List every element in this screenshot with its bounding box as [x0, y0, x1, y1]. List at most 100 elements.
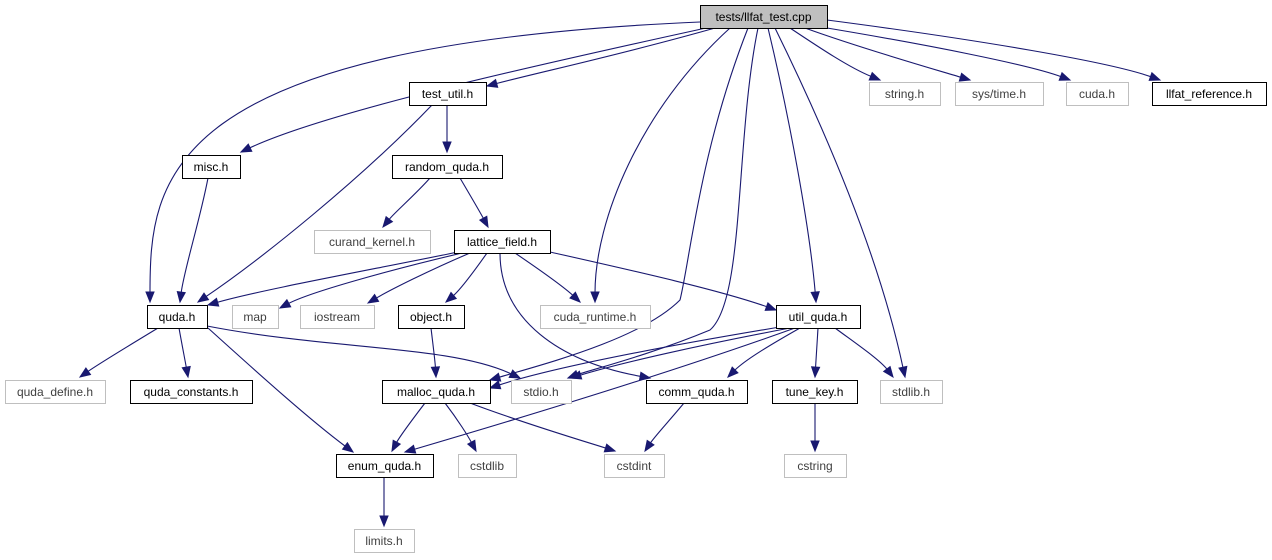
node-label: quda_define.h: [17, 385, 93, 399]
node-llfat-reference[interactable]: llfat_reference.h: [1152, 82, 1267, 106]
node-iostream: iostream: [300, 305, 375, 329]
node-tune-key[interactable]: tune_key.h: [772, 380, 858, 404]
edge-util_quda-to-comm_quda: [727, 327, 801, 378]
edge-quda-to-enum_quda: [207, 327, 355, 453]
nodes-layer: tests/llfat_test.cpp test_util.h string.h s…: [5, 5, 1267, 553]
node-label: map: [243, 310, 267, 324]
arrow-head: [590, 291, 600, 304]
edge-tune_key-to-cstring: [810, 403, 820, 453]
node-util-quda[interactable]: util_quda.h: [776, 305, 861, 329]
node-box: [382, 380, 491, 404]
node-box: [646, 380, 748, 404]
edge-line: [87, 327, 159, 373]
edge-line: [579, 327, 791, 376]
node-box: [1152, 82, 1267, 106]
node-box: [454, 230, 551, 254]
edge-util_quda-to-stdlib: [834, 327, 894, 379]
node-label: misc.h: [194, 160, 229, 174]
node-label: curand_kernel.h: [329, 235, 415, 249]
edge-quda-to-quda_define: [78, 327, 159, 378]
node-misc[interactable]: misc.h: [182, 155, 241, 179]
node-label: stdlib.h: [892, 385, 930, 399]
node-label: cstdint: [617, 459, 652, 473]
node-box: [147, 305, 208, 329]
edge-line: [814, 327, 819, 369]
node-map: map: [232, 305, 279, 329]
node-box: [700, 5, 828, 29]
node-label: random_quda.h: [405, 160, 489, 174]
node-stdio: stdio.h: [511, 380, 572, 404]
node-object[interactable]: object.h: [398, 305, 465, 329]
arrow-head: [569, 370, 583, 380]
edge-line: [178, 327, 187, 369]
edge-line: [375, 252, 471, 299]
node-label: string.h: [885, 87, 924, 101]
arrow-head: [341, 441, 355, 453]
arrow-head: [958, 72, 972, 82]
edge-test_util-to-random_quda: [442, 105, 452, 154]
node-box: [604, 454, 665, 478]
node-label: quda.h: [159, 310, 196, 324]
node-box: [354, 529, 415, 553]
edge-line: [207, 327, 347, 448]
node-box: [869, 82, 941, 106]
edge-llfat_test-to-cuda_runtime: [590, 27, 731, 304]
edge-util_quda-to-malloc_quda: [488, 326, 781, 390]
edge-lattice_field-to-cuda_runtime: [514, 252, 581, 303]
node-systime: sys/time.h: [955, 82, 1044, 106]
arrow-head: [145, 291, 155, 304]
arrow-head: [810, 291, 820, 304]
node-label: cuda.h: [1079, 87, 1115, 101]
edge-lattice_field-to-iostream: [366, 252, 471, 304]
node-box: [955, 82, 1044, 106]
edge-line: [444, 402, 473, 444]
node-lattice-field[interactable]: lattice_field.h: [454, 230, 551, 254]
node-label: limits.h: [365, 534, 402, 548]
arrow-head: [569, 291, 581, 303]
edge-random_quda-to-lattice_field: [459, 177, 489, 229]
node-box: [336, 454, 434, 478]
arrow-head: [1148, 71, 1162, 81]
edge-line: [205, 104, 433, 298]
edge-line: [514, 252, 574, 297]
edge-llfat_test-to-cuda: [814, 25, 1072, 81]
node-quda-constants[interactable]: quda_constants.h: [130, 380, 253, 404]
node-box: [314, 230, 431, 254]
edge-llfat_test-to-malloc_quda: [488, 27, 749, 382]
arrow-head: [810, 366, 821, 379]
node-test-util[interactable]: test_util.h: [409, 82, 487, 106]
node-quda[interactable]: quda.h: [147, 305, 208, 329]
node-curand-kernel: curand_kernel.h: [314, 230, 431, 254]
edge-line: [206, 325, 513, 375]
edge-line: [395, 402, 426, 444]
arrow-head: [391, 439, 402, 453]
node-enum-quda[interactable]: enum_quda.h: [336, 454, 434, 478]
edge-line: [498, 27, 749, 378]
arrow-head: [810, 440, 820, 453]
edge-lattice_field-to-object: [444, 252, 488, 303]
edge-line: [430, 327, 437, 369]
edge-llfat_test-to-util_quda: [767, 27, 820, 304]
edge-enum_quda-to-limits: [379, 476, 389, 528]
arrow-head: [603, 443, 617, 453]
edge-line: [413, 327, 796, 450]
node-llfat-test[interactable]: tests/llfat_test.cpp: [700, 5, 828, 29]
node-label: util_quda.h: [789, 310, 848, 324]
arrow-head: [181, 365, 191, 379]
node-box: [409, 82, 487, 106]
edge-llfat_test-to-stdlib: [774, 27, 908, 379]
node-comm-quda[interactable]: comm_quda.h: [646, 380, 748, 404]
node-label: comm_quda.h: [658, 385, 734, 399]
node-random-quda[interactable]: random_quda.h: [392, 155, 503, 179]
arrow-head: [764, 302, 778, 311]
node-label: llfat_reference.h: [1166, 87, 1252, 101]
node-box: [772, 380, 858, 404]
edge-random_quda-to-curand_kernel: [382, 177, 431, 229]
arrow-head: [403, 444, 417, 454]
arrow-head: [78, 367, 92, 378]
node-malloc-quda[interactable]: malloc_quda.h: [382, 380, 491, 404]
edge-line: [459, 177, 485, 220]
edges-layer: [78, 19, 1162, 528]
